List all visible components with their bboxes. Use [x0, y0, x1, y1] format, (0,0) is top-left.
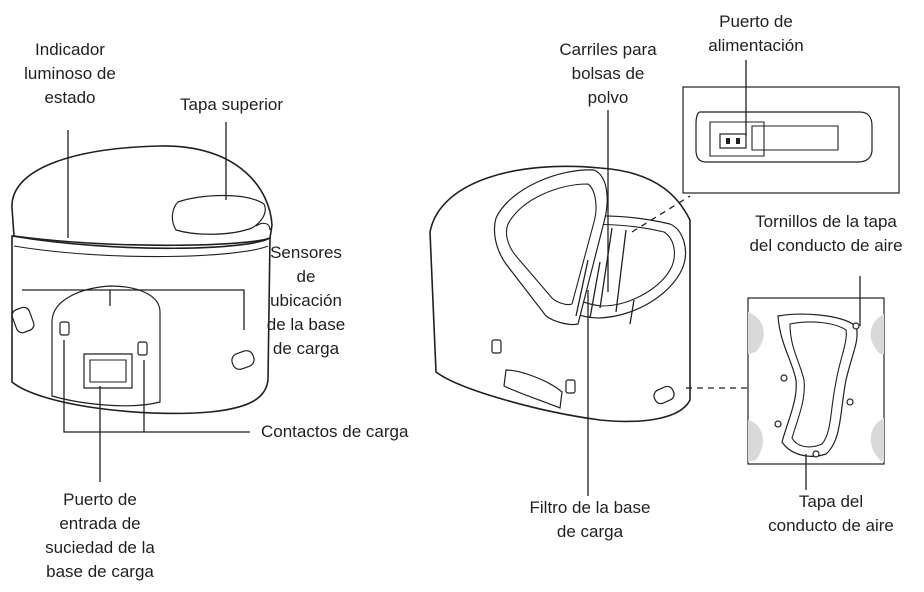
label-top-cover: Tapa superior — [180, 95, 284, 114]
label-power-port: Puerto de alimentación — [708, 12, 804, 55]
power-port-inset — [682, 60, 900, 194]
label-duct-cover-screws: Tornillos de la tapa del conducto de air… — [749, 212, 903, 255]
air-duct-cover-inset — [747, 276, 885, 490]
closed-base-illustration — [11, 122, 273, 482]
label-dust-bag-rails: Carriles para bolsas de polvo — [559, 40, 657, 107]
label-air-duct-cover: Tapa del conducto de aire — [768, 492, 894, 535]
open-base-illustration — [429, 110, 748, 496]
label-dirt-inlet-port: Puerto de entrada de suciedad de la base… — [45, 490, 155, 581]
label-base-filter: Filtro de la base de carga — [529, 498, 651, 541]
label-location-sensors: Sensores de ubicación de la base de carg… — [266, 243, 346, 358]
label-status-light: Indicador luminoso de estado — [24, 40, 116, 107]
label-charging-contacts: Contactos de carga — [261, 422, 409, 441]
